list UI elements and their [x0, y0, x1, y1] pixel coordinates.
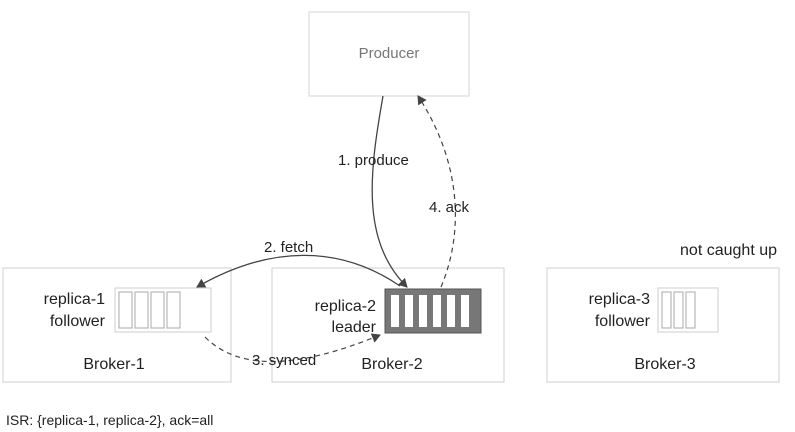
- synced-arrow: [204, 333, 381, 363]
- diagram-canvas: Producer replica-1 follower Broker-1 rep…: [2, 11, 780, 383]
- replica-1-log: [114, 287, 212, 333]
- broker-2-name: Broker-2: [361, 356, 422, 373]
- producer-box: [308, 11, 470, 97]
- replica-2-role: leader: [332, 319, 377, 336]
- broker-1-name: Broker-1: [83, 356, 144, 373]
- broker-1-box: [2, 267, 232, 383]
- broker-3-name: Broker-3: [634, 356, 695, 373]
- produce-label: 1. produce: [338, 152, 409, 169]
- synced-label: 3. synced: [252, 352, 316, 369]
- replica-3-label: replica-3: [589, 291, 650, 308]
- ack-label: 4. ack: [429, 199, 470, 216]
- fetch-label: 2. fetch: [264, 239, 313, 256]
- replica-1-label: replica-1: [44, 291, 105, 308]
- isr-footer: ISR: {replica-1, replica-2}, ack=all: [6, 412, 214, 428]
- replica-2-label: replica-2: [315, 298, 376, 315]
- broker-3-note: not caught up: [680, 242, 777, 259]
- replica-2-log: [384, 288, 482, 334]
- replica-3-role: follower: [595, 313, 651, 330]
- broker-3-box: [546, 267, 780, 383]
- ack-arrow: [417, 95, 456, 288]
- producer-label: Producer: [359, 45, 420, 62]
- replica-3-log: [657, 287, 719, 333]
- fetch-arrow: [196, 254, 401, 288]
- produce-arrow: [371, 95, 408, 288]
- replica-1-role: follower: [50, 313, 106, 330]
